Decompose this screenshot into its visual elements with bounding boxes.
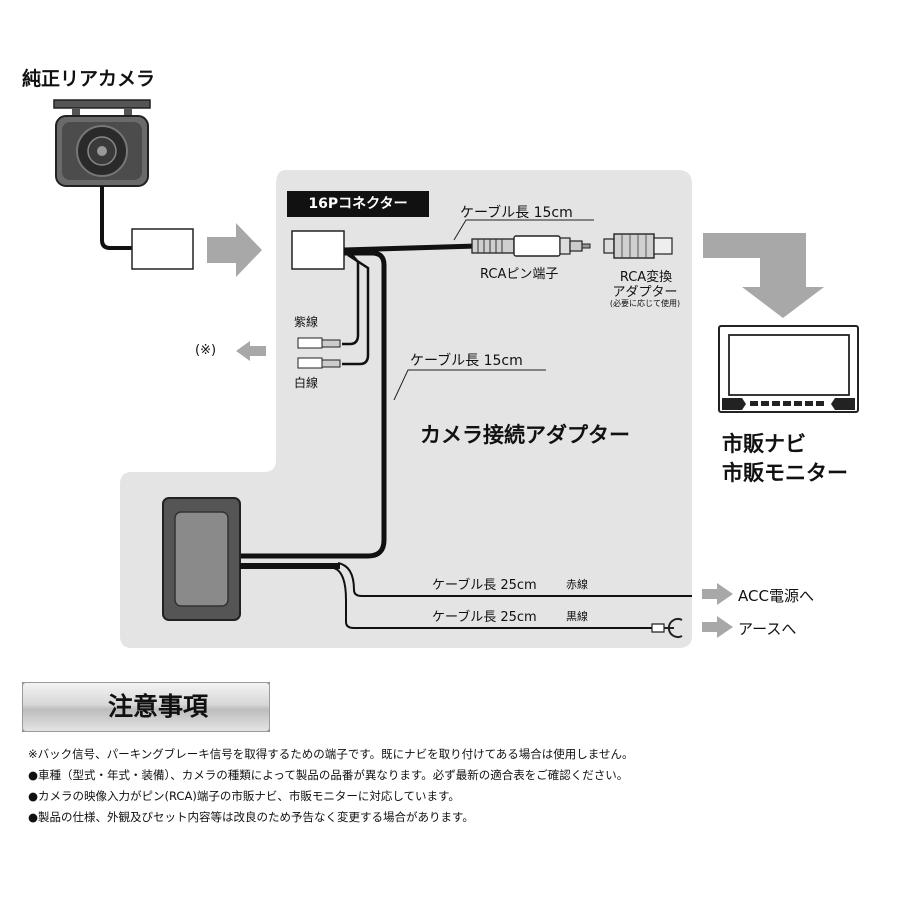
caution-note: ※バック信号、パーキングブレーキ信号を取得するための端子です。既にナビを取り付け… [28,747,634,761]
caution-note: ●製品の仕様、外観及びセット内容等は改良のため予告なく変更する場合があります。 [28,810,474,824]
purple-wire-label: 紫線 [294,315,319,329]
acc-label: ACC電源へ [738,587,814,605]
arrow-left-icon [236,341,266,361]
main-cable-length: ケーブル長 15cm [410,353,523,369]
arrow-earth-icon [702,616,733,638]
black-cable-length: ケーブル長 25cm [432,610,537,625]
caution-note: ●車種（型式・年式・装備）、カメラの種類によって製品の品番が異なります。必ず最新… [28,768,629,782]
earth-terminal-icon [651,618,683,638]
caution-title: 注意事項 [108,692,209,721]
camera-connector [131,228,194,270]
rca-pin-label: RCAピン端子 [480,267,559,282]
caution-note: ●カメラの映像入力がピン(RCA)端子の市販ナビ、市販モニターに対応しています。 [28,789,460,803]
monitor-icon [718,325,859,413]
16p-connector [291,230,345,270]
caution-banner [22,682,270,732]
red-cable-color: 赤線 [566,578,588,591]
rca-plug-icon [471,235,591,257]
rca-adapter-icon [603,233,673,259]
wire-terminal-icon [297,337,341,369]
white-wire-label: 白線 [294,376,319,390]
adapter-title: カメラ接続アダプター [420,423,630,447]
rear-camera-icon [53,99,151,187]
arrow-down-icon [703,233,824,318]
black-cable-color: 黒線 [566,610,588,623]
adapter-box-icon [162,497,241,621]
red-cable-length: ケーブル長 25cm [432,578,537,593]
note-mark: (※) [195,343,217,358]
rca-adapter-note: (必要に応じて使用) [609,299,681,308]
monitor-line-2: 市販モニター [722,461,848,485]
rca-cable-length: ケーブル長 15cm [460,205,573,221]
rca-adapter-label-2: アダプター [612,285,678,300]
monitor-title: 市販ナビ 市販モニター [722,430,848,488]
arrow-right-icon [207,223,262,277]
camera-title: 純正リアカメラ [22,68,156,90]
arrow-acc-icon [702,583,733,605]
earth-label: アースへ [738,620,797,638]
monitor-line-1: 市販ナビ [722,432,806,456]
rca-adapter-label-1: RCA変換 [619,270,673,285]
adapter-panel [120,170,692,648]
connector-label: 16Pコネクター [287,191,429,217]
